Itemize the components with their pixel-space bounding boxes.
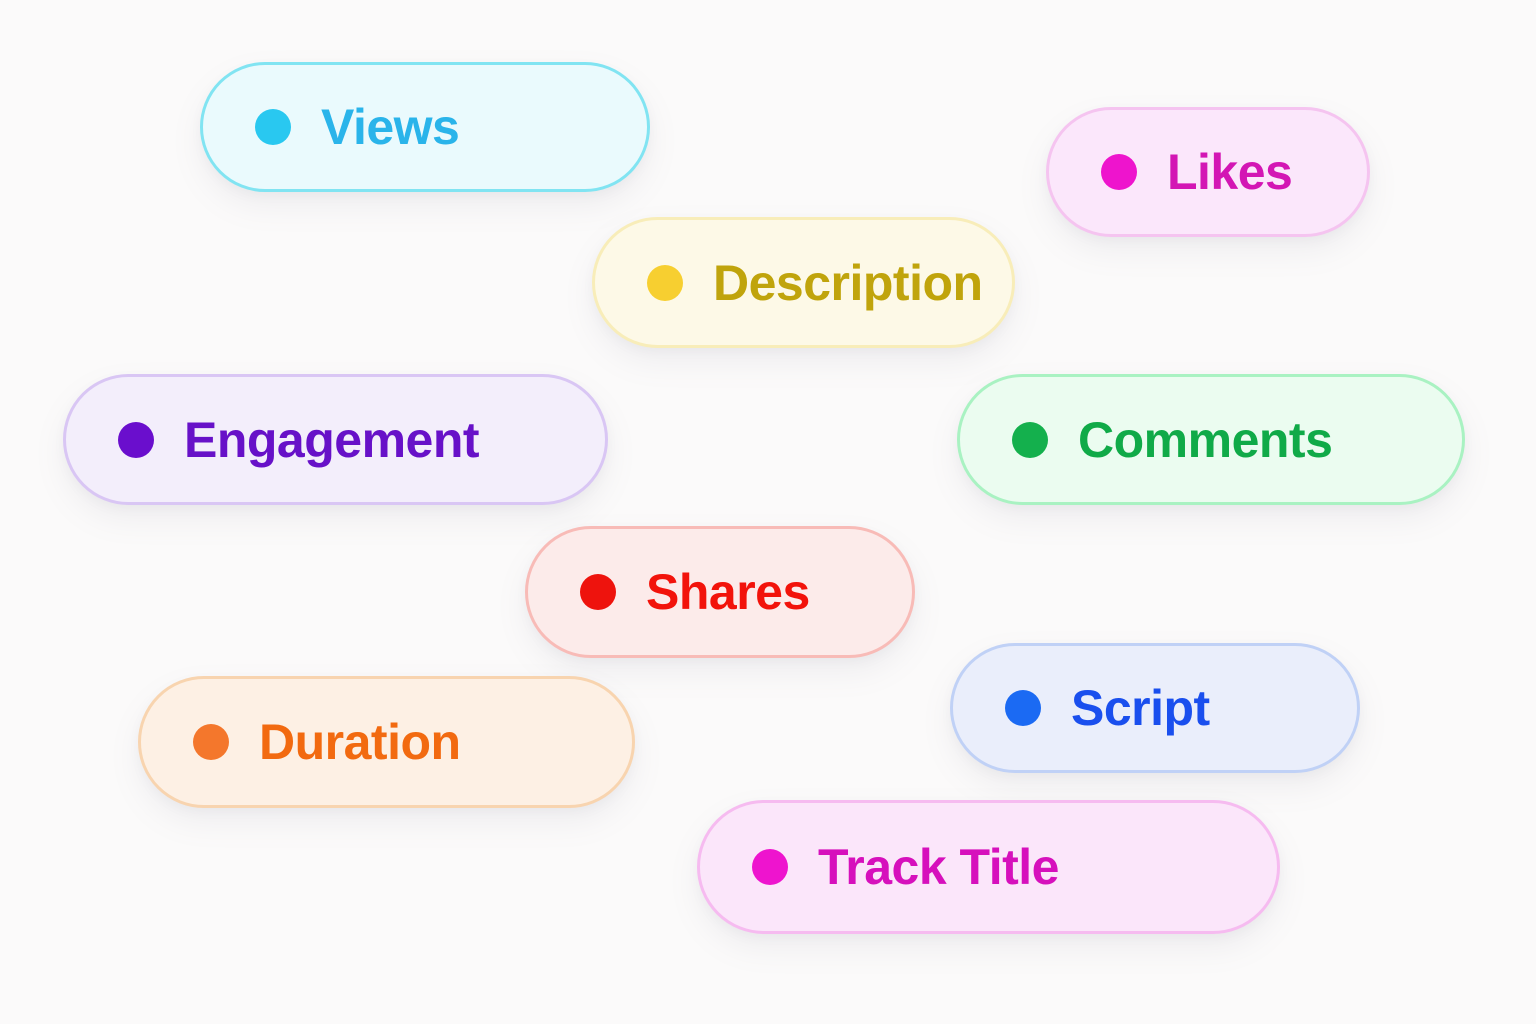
tag-label: Comments (1078, 411, 1333, 468)
tag-label: Engagement (184, 411, 480, 468)
tag-label: Shares (646, 564, 810, 620)
tag-chip-views[interactable]: Views (200, 62, 650, 192)
tag-label: Likes (1167, 144, 1293, 200)
track-title-color-dot-icon (752, 849, 788, 885)
tag-chip-comments[interactable]: Comments (957, 374, 1465, 505)
engagement-color-dot-icon (118, 421, 154, 458)
tag-label: Track Title (818, 839, 1059, 895)
tag-chip-shares[interactable]: Shares (525, 526, 915, 658)
tag-chip-description[interactable]: Description (592, 217, 1015, 348)
views-color-dot-icon (255, 109, 291, 145)
tag-chip-script[interactable]: Script (950, 643, 1360, 773)
description-color-dot-icon (647, 264, 683, 301)
tag-label: Duration (259, 714, 461, 770)
tag-label: Views (321, 99, 460, 155)
tag-chip-likes[interactable]: Likes (1046, 107, 1370, 237)
shares-color-dot-icon (580, 574, 616, 610)
tag-label: Description (713, 254, 983, 311)
likes-color-dot-icon (1101, 154, 1137, 190)
tag-chip-duration[interactable]: Duration (138, 676, 635, 808)
comments-color-dot-icon (1012, 421, 1048, 458)
script-color-dot-icon (1005, 690, 1041, 726)
tag-chip-track-title[interactable]: Track Title (697, 800, 1280, 934)
tag-chip-engagement[interactable]: Engagement (63, 374, 608, 505)
duration-color-dot-icon (193, 724, 229, 760)
tag-label: Script (1071, 680, 1210, 736)
